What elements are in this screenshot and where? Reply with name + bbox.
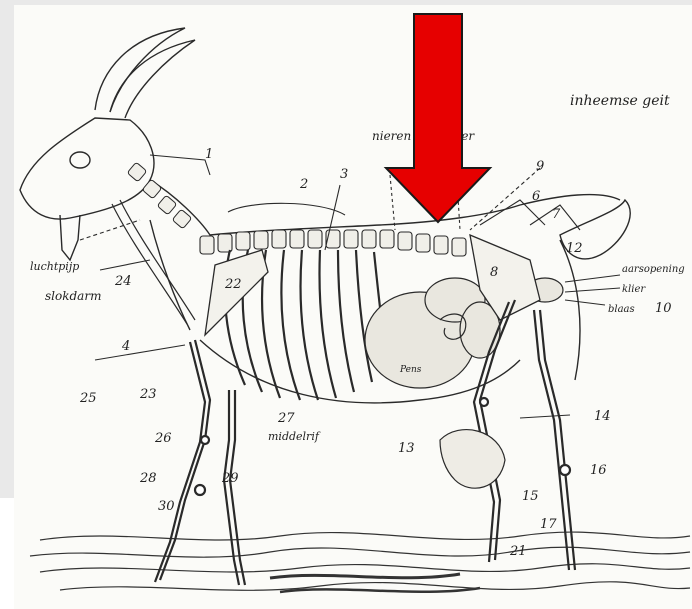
number-29: 29 — [221, 471, 239, 486]
number-16: 16 — [590, 463, 607, 478]
ground-hatching — [30, 532, 690, 592]
bladder-label: blaas — [608, 304, 635, 315]
number-30: 30 — [158, 499, 175, 514]
number-9: 9 — [536, 159, 544, 174]
number-23: 23 — [139, 387, 157, 402]
number-10: 10 — [655, 301, 672, 316]
gland-label: klier — [622, 284, 646, 295]
scapula — [205, 250, 268, 335]
number-3: 3 — [340, 167, 348, 182]
arrow-shape — [386, 14, 490, 222]
number-6: 6 — [532, 189, 540, 204]
anus-label: aarsopening — [622, 264, 685, 275]
number-26: 26 — [154, 431, 172, 446]
number-4: 4 — [121, 339, 130, 354]
esophagus-label: slokdarm — [45, 289, 101, 303]
rumen-label: Pens — [399, 365, 422, 375]
number-25: 25 — [79, 391, 97, 406]
eye-socket — [70, 152, 90, 168]
number-24: 24 — [114, 274, 132, 289]
diaphragm-label: middelrif — [268, 430, 321, 443]
number-1: 1 — [205, 147, 213, 162]
number-12: 12 — [566, 241, 583, 256]
number-22: 22 — [224, 277, 242, 292]
number-2: 2 — [299, 177, 308, 192]
number-13: 13 — [398, 441, 415, 456]
number-17: 17 — [540, 517, 557, 532]
number-8: 8 — [490, 265, 498, 280]
number-15: 15 — [522, 489, 539, 504]
trachea-label: luchtpijp — [30, 260, 79, 273]
number-27: 27 — [277, 411, 295, 426]
number-14: 14 — [594, 409, 611, 424]
number-21: 21 — [509, 544, 527, 559]
spine — [200, 230, 466, 256]
red-down-arrow-icon — [386, 14, 490, 222]
number-28: 28 — [139, 471, 157, 486]
title-label: inheemse geit — [570, 93, 670, 109]
udder — [440, 430, 505, 489]
number-7: 7 — [552, 207, 561, 222]
front-legs — [155, 340, 245, 585]
